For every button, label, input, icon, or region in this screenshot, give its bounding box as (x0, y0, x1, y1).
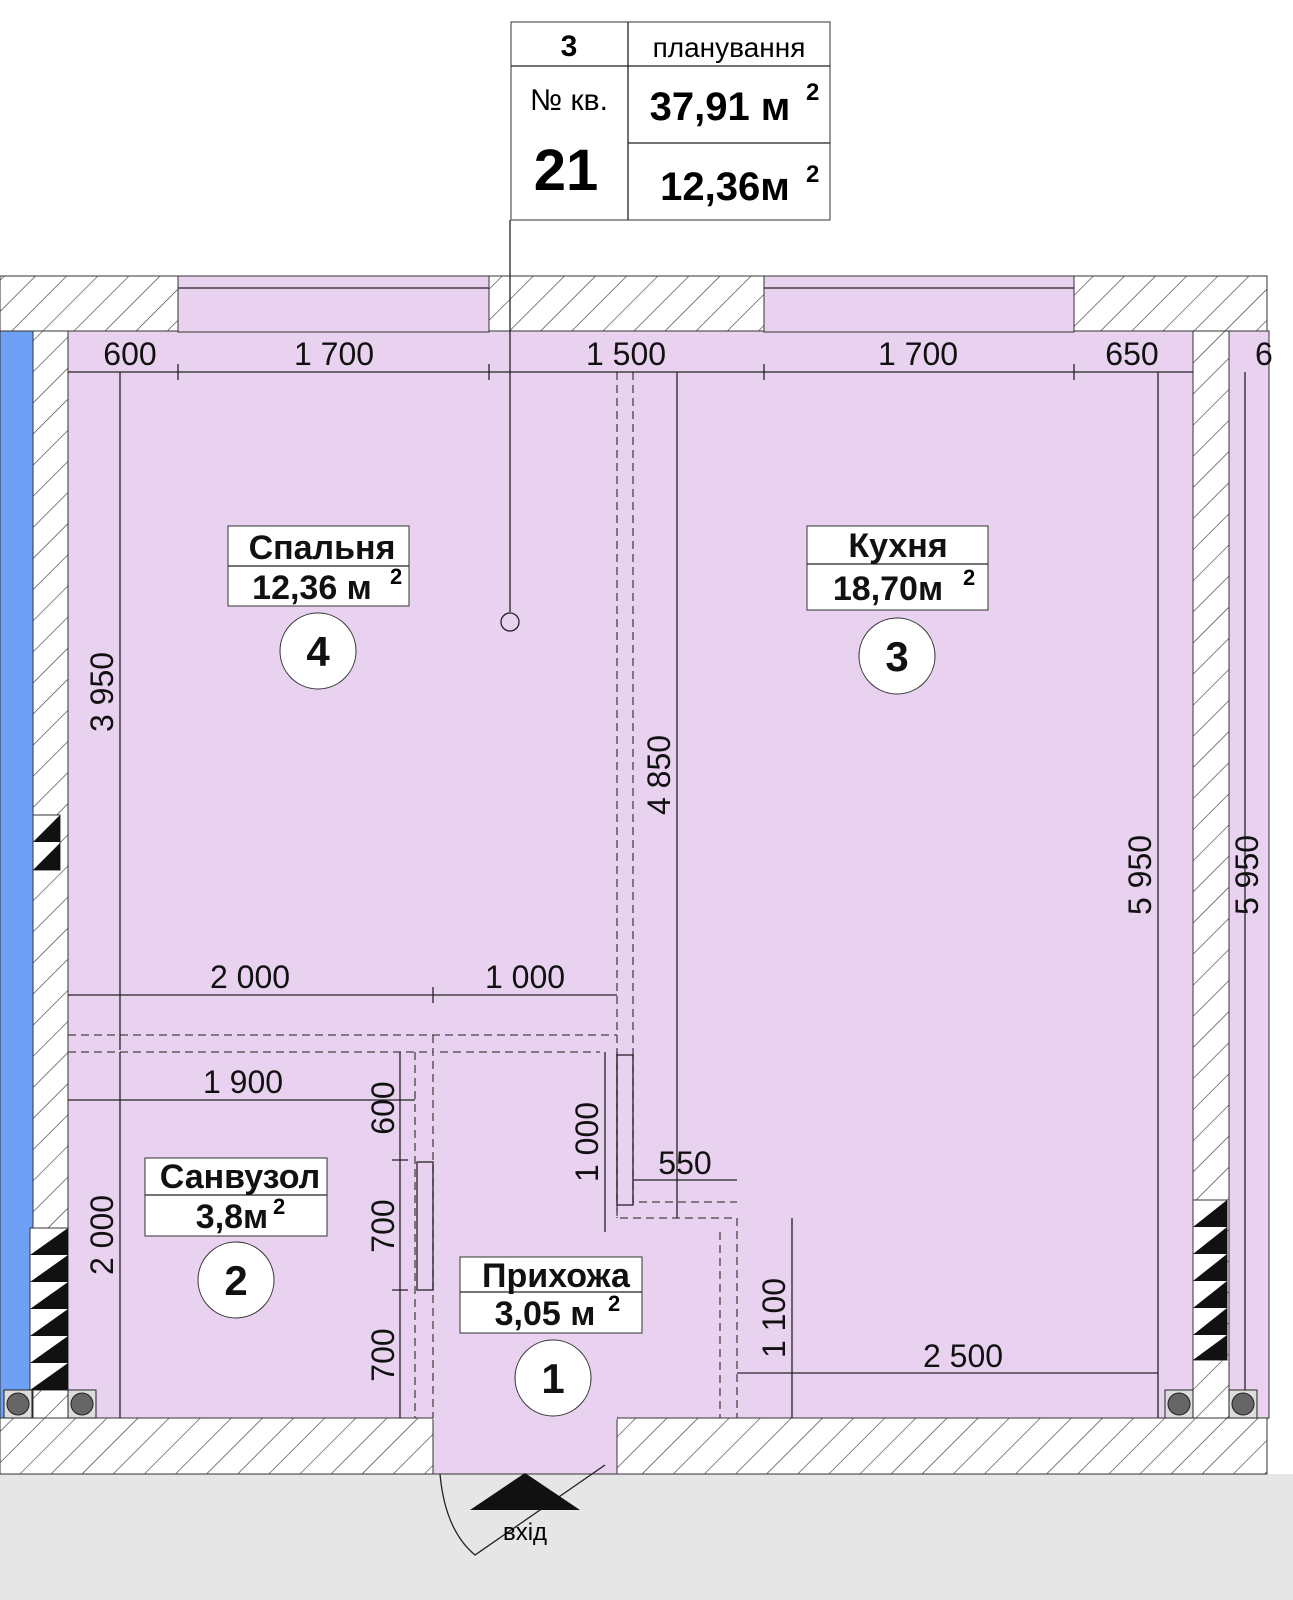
svg-text:планування: планування (653, 32, 806, 63)
entrance-door-opening (432, 1416, 618, 1475)
svg-text:3,05 м: 3,05 м (495, 1295, 596, 1333)
neighbor-apartment-right (1228, 330, 1270, 1419)
svg-text:3: 3 (561, 30, 578, 63)
svg-text:4: 4 (306, 628, 330, 675)
dim-top-1700b: 1 700 (878, 336, 958, 372)
dim-h-bed-a: 2 000 (210, 959, 290, 995)
svg-text:21: 21 (534, 138, 599, 203)
room-label-hallway: Прихожа 3,05 м 2 (459, 1256, 643, 1334)
svg-text:№ кв.: № кв. (530, 84, 608, 117)
svg-text:1: 1 (541, 1355, 564, 1402)
entrance-door-swing (439, 1464, 606, 1556)
svg-text:2: 2 (273, 1194, 285, 1219)
svg-text:12,36 м: 12,36 м (252, 569, 372, 607)
room-label-kitchen: Кухня 18,70м 2 (806, 525, 989, 611)
dim-v-door-2: 700 (365, 1199, 401, 1252)
dim-v-neighbor: 5 950 (1229, 835, 1265, 915)
dim-v-door-1: 600 (365, 1081, 401, 1134)
window-kitchen (763, 275, 1075, 333)
dim-top-650: 650 (1105, 336, 1158, 372)
svg-text:2: 2 (224, 1257, 247, 1304)
dim-v-bedroom: 3 950 (84, 652, 120, 732)
room-label-bedroom: Спальня 12,36 м 2 (227, 525, 410, 607)
svg-text:12,36м: 12,36м (660, 165, 790, 209)
room-number-3: 3 (858, 617, 936, 695)
entrance-arrow-icon (470, 1473, 580, 1510)
svg-text:2: 2 (806, 79, 819, 106)
ventilation-icon (29, 814, 1228, 1391)
room-number-1: 1 (514, 1339, 592, 1417)
svg-text:3,8м: 3,8м (196, 1198, 268, 1236)
neighbor-apartment (0, 330, 34, 1419)
dim-h-bed-b: 1 000 (485, 959, 565, 995)
svg-text:Санвузол: Санвузол (160, 1158, 321, 1196)
dim-h-bath: 1 900 (203, 1064, 283, 1100)
apartment-info-table: 3 планування № кв. 21 37,91 м 2 12,36м 2 (510, 21, 831, 221)
svg-text:2: 2 (390, 564, 402, 589)
svg-text:18,70м: 18,70м (833, 570, 943, 608)
dim-top-partial: 6 (1255, 336, 1273, 372)
dim-top-600: 600 (103, 336, 156, 372)
dim-top-1500: 1 500 (586, 336, 666, 372)
svg-text:Спальня: Спальня (249, 529, 396, 567)
room-number-4: 4 (279, 612, 357, 690)
room-label-bathroom: Санвузол 3,8м 2 (144, 1157, 328, 1237)
entrance-label: вхід (503, 1519, 547, 1546)
column-icon (3, 1389, 1258, 1419)
room-number-2: 2 (197, 1241, 275, 1319)
svg-text:2: 2 (608, 1291, 620, 1316)
dim-top-1700a: 1 700 (294, 336, 374, 372)
apartment-interior (67, 330, 1194, 1419)
dim-v-bath: 2 000 (84, 1195, 120, 1275)
svg-text:2: 2 (963, 565, 975, 590)
dimension-lines (68, 220, 1246, 1418)
dim-v-kitchen-low: 1 100 (756, 1278, 792, 1358)
dim-v-partition: 4 850 (641, 735, 677, 815)
svg-text:2: 2 (806, 161, 819, 188)
svg-text:Прихожа: Прихожа (482, 1257, 631, 1295)
dim-h-kitchen-low: 2 500 (923, 1338, 1003, 1374)
window-bedroom (177, 275, 490, 333)
svg-text:37,91 м: 37,91 м (650, 85, 791, 129)
svg-text:3: 3 (885, 633, 908, 680)
dim-v-hall: 1 000 (569, 1102, 605, 1182)
corridor (0, 1474, 1293, 1600)
dim-v-kitchen: 5 950 (1122, 835, 1158, 915)
dim-v-door-3: 700 (365, 1328, 401, 1381)
svg-text:Кухня: Кухня (848, 527, 947, 565)
dim-h-hall: 550 (658, 1145, 711, 1181)
